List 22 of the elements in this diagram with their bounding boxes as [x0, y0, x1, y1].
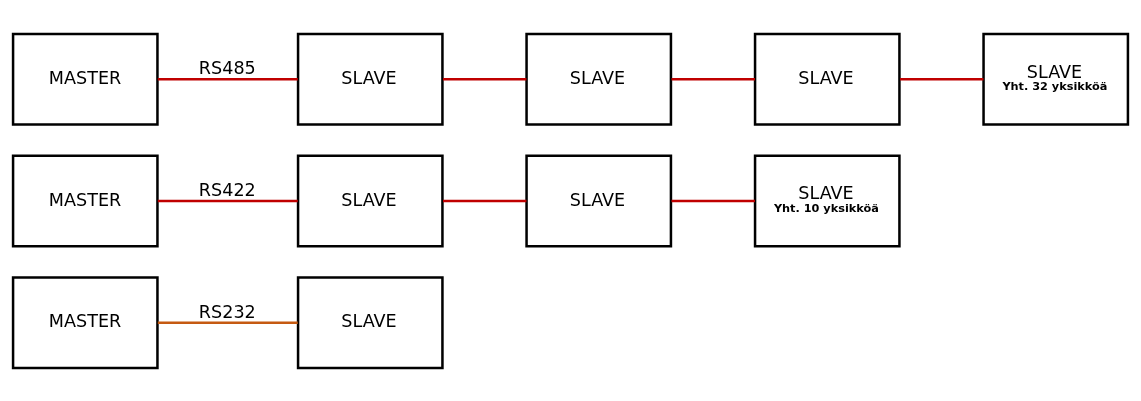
- connector: [900, 77, 984, 80]
- edge-label: RS422: [198, 179, 256, 200]
- node-box: SLAVE Yht. 10 yksikköä: [753, 154, 901, 247]
- connector: [443, 77, 527, 80]
- node-box: SLAVE: [525, 32, 673, 126]
- node-box: SLAVE: [296, 32, 444, 126]
- connector: [157, 199, 298, 202]
- node-box: SLAVE Yht. 32 yksikköä: [982, 32, 1130, 126]
- connector: [443, 199, 527, 202]
- node-box: SLAVE: [296, 154, 444, 247]
- connector: [671, 77, 755, 80]
- node-box: SLAVE: [525, 154, 673, 247]
- edge-label: RS232: [198, 301, 256, 322]
- connector: [157, 321, 298, 324]
- node-box: SLAVE: [296, 275, 444, 369]
- connector: [157, 77, 298, 80]
- node-box: MASTER: [11, 154, 159, 247]
- node-box: MASTER: [11, 275, 159, 369]
- node-box: MASTER: [11, 32, 159, 126]
- connector: [671, 199, 755, 202]
- node-box: SLAVE: [753, 32, 901, 126]
- edge-label: RS485: [198, 57, 256, 78]
